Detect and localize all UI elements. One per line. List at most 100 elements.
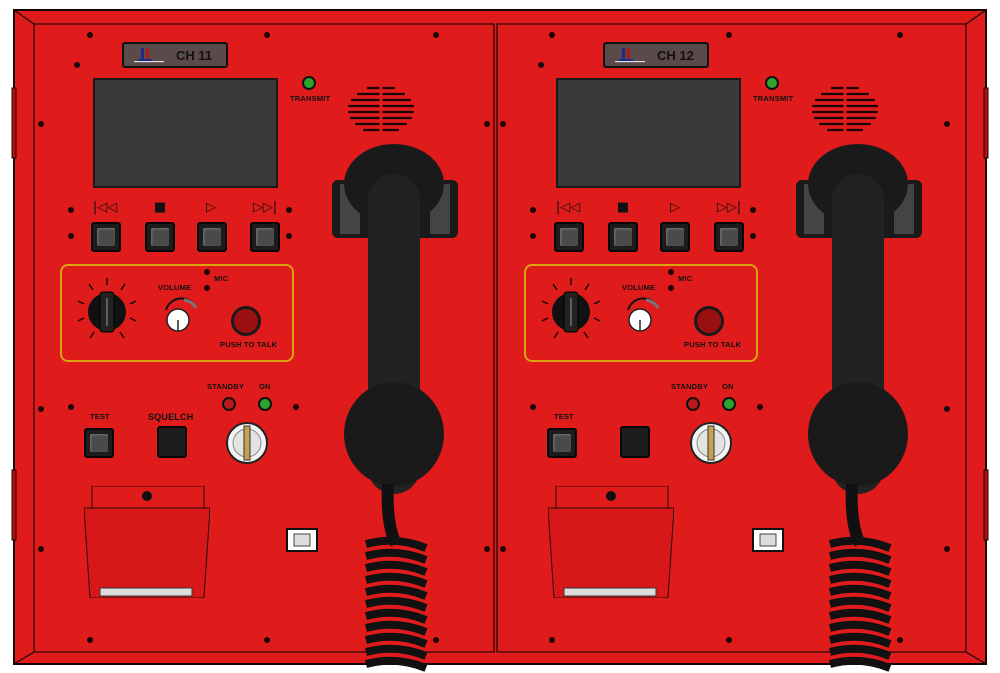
stop-symbol: ■ xyxy=(616,200,630,215)
rewind-button[interactable] xyxy=(91,222,121,252)
standby-label: STANDBY xyxy=(671,382,709,391)
screw-icon xyxy=(726,637,732,643)
channel-tag-label: CH 12 xyxy=(657,48,694,63)
logo-icon xyxy=(134,48,164,63)
screw-icon xyxy=(38,546,44,552)
test-button[interactable] xyxy=(84,428,114,458)
screw-icon xyxy=(726,32,732,38)
squelch-control[interactable] xyxy=(157,426,187,458)
screw-icon xyxy=(433,32,439,38)
forward-button[interactable] xyxy=(250,222,280,252)
transmit-led xyxy=(302,76,316,90)
screw-icon xyxy=(750,207,756,213)
mic-jack-icon xyxy=(204,285,210,291)
mic-label: MIC xyxy=(214,274,229,283)
screw-icon xyxy=(897,32,903,38)
channel-selector-knob[interactable] xyxy=(72,276,142,346)
transmit-label: TRANSMIT xyxy=(290,94,331,103)
play-button[interactable] xyxy=(197,222,227,252)
handset-icon[interactable] xyxy=(326,144,466,672)
play-button[interactable] xyxy=(660,222,690,252)
forward-symbol: ▷▷| xyxy=(716,200,742,215)
play-symbol: ▷ xyxy=(206,200,216,215)
screw-icon xyxy=(530,207,536,213)
screw-icon xyxy=(500,546,506,552)
storage-drawer[interactable] xyxy=(548,486,674,598)
transmit-label: TRANSMIT xyxy=(753,94,794,103)
screw-icon xyxy=(549,32,555,38)
forward-button[interactable] xyxy=(714,222,744,252)
forward-symbol: ▷▷| xyxy=(252,200,278,215)
squelch-label: SQUELCH xyxy=(148,412,194,422)
push-to-talk-button[interactable] xyxy=(231,306,261,336)
standby-led xyxy=(222,397,236,411)
display-screen xyxy=(93,78,278,188)
screw-icon xyxy=(944,121,950,127)
logo-icon xyxy=(615,48,645,63)
channel-tag-label: CH 11 xyxy=(176,48,213,63)
screw-icon xyxy=(484,121,490,127)
screw-icon xyxy=(38,406,44,412)
screw-icon xyxy=(293,404,299,410)
screw-icon xyxy=(944,546,950,552)
screw-icon xyxy=(500,121,506,127)
on-led xyxy=(722,397,736,411)
screw-icon xyxy=(68,233,74,239)
transmit-led xyxy=(765,76,779,90)
push-to-talk-label: PUSH TO TALK xyxy=(684,340,742,349)
screw-icon xyxy=(74,62,80,68)
rewind-symbol: |◁◁ xyxy=(555,200,581,215)
screw-icon xyxy=(897,637,903,643)
screw-icon xyxy=(757,404,763,410)
squelch-control[interactable] xyxy=(620,426,650,458)
screw-icon xyxy=(433,637,439,643)
control-box xyxy=(524,264,758,362)
screw-icon xyxy=(68,404,74,410)
channel-tag: CH 11 xyxy=(122,42,228,68)
display-screen xyxy=(556,78,741,188)
screw-icon xyxy=(87,32,93,38)
mic-label: MIC xyxy=(678,274,693,283)
screw-icon xyxy=(484,546,490,552)
screw-icon xyxy=(286,207,292,213)
on-label: ON xyxy=(722,382,734,391)
channel-tag: CH 12 xyxy=(603,42,709,68)
rj45-port-icon[interactable] xyxy=(286,528,318,552)
play-symbol: ▷ xyxy=(670,200,680,215)
screw-icon xyxy=(264,637,270,643)
test-label: TEST xyxy=(554,412,574,421)
volume-knob[interactable] xyxy=(158,294,202,338)
test-button[interactable] xyxy=(547,428,577,458)
volume-label: VOLUME xyxy=(622,283,656,292)
screw-icon xyxy=(87,637,93,643)
screw-icon xyxy=(68,207,74,213)
screw-icon xyxy=(530,233,536,239)
key-switch-icon[interactable] xyxy=(688,420,734,466)
mic-jack-icon xyxy=(668,269,674,275)
screw-icon xyxy=(38,121,44,127)
stop-button[interactable] xyxy=(145,222,175,252)
on-led xyxy=(258,397,272,411)
control-box xyxy=(60,264,294,362)
on-label: ON xyxy=(259,382,271,391)
screw-icon xyxy=(538,62,544,68)
push-to-talk-button[interactable] xyxy=(694,306,724,336)
key-switch-icon[interactable] xyxy=(224,420,270,466)
screw-icon xyxy=(750,233,756,239)
volume-knob[interactable] xyxy=(620,294,664,338)
mic-jack-icon xyxy=(204,269,210,275)
standby-led xyxy=(686,397,700,411)
stop-symbol: ■ xyxy=(153,200,167,215)
rewind-symbol: |◁◁ xyxy=(92,200,118,215)
standby-label: STANDBY xyxy=(207,382,245,391)
stop-button[interactable] xyxy=(608,222,638,252)
channel-selector-knob[interactable] xyxy=(536,276,606,346)
handset-icon[interactable] xyxy=(790,144,930,672)
rj45-port-icon[interactable] xyxy=(752,528,784,552)
screw-icon xyxy=(549,637,555,643)
screw-icon xyxy=(530,404,536,410)
volume-label: VOLUME xyxy=(158,283,192,292)
rewind-button[interactable] xyxy=(554,222,584,252)
storage-drawer[interactable] xyxy=(84,486,210,598)
